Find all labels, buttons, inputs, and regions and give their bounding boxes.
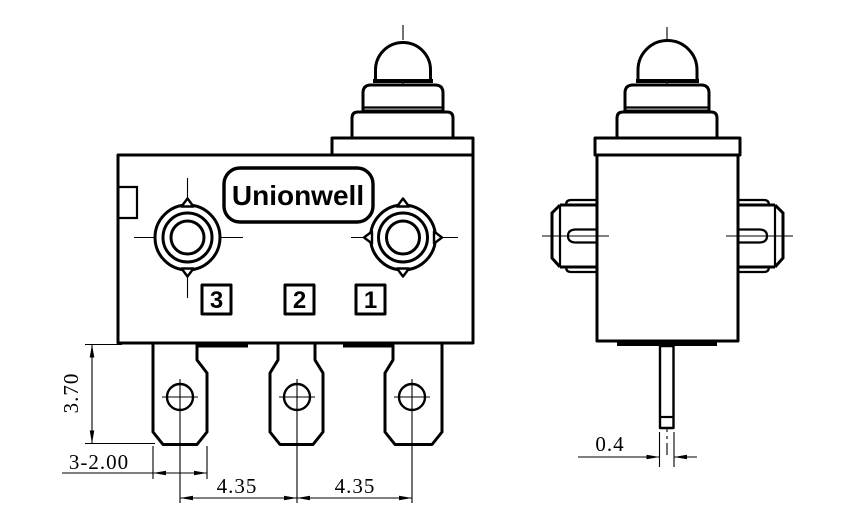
boss-left-cap-outline — [550, 203, 562, 268]
front-view: Unionwell 3 — [59, 25, 475, 503]
terminal-number-3-box — [200, 283, 233, 316]
dim-terminal-length: 3.70 — [59, 343, 155, 445]
hole-right-inner-circle — [385, 219, 421, 256]
hole-right-outer-circle — [369, 203, 437, 272]
boss-left-slot — [566, 228, 597, 244]
hole-right-bottom-nub — [395, 267, 411, 278]
terminal-number-1-label: 1 — [364, 287, 377, 314]
terminal-pin — [658, 344, 675, 430]
terminal-number-2-label: 2 — [293, 287, 306, 314]
dim-pitch-left-arrow-right — [284, 495, 297, 501]
terminal-number-3: 3 — [200, 283, 233, 316]
plunger-step3-front — [350, 110, 455, 140]
dim-pitch-left-arrow-left — [180, 495, 193, 501]
dim-terminal-length-arrow-up — [89, 344, 95, 358]
hole-right-right-nub — [432, 230, 444, 245]
dim-pitch-right-arrow-left — [297, 495, 310, 501]
boss-right-cap-outline — [773, 203, 785, 268]
dim-pitch-right-text: 4.35 — [335, 474, 376, 498]
dim-pin-width: 0.4 — [578, 432, 697, 467]
terminal-number-2: 2 — [283, 283, 316, 316]
terminal-number-3-label: 3 — [210, 287, 223, 314]
plunger-dome-front — [374, 41, 432, 83]
dim-pin-width-text: 0.4 — [595, 432, 624, 456]
dim-pin-width-arrow-right — [674, 454, 687, 460]
plunger-step3-side — [615, 110, 719, 140]
brand-label: Unionwell — [232, 180, 364, 211]
brand-badge: Unionwell — [222, 166, 375, 224]
hole-right-left-nub — [362, 230, 374, 245]
terminal-number-1: 1 — [354, 283, 387, 316]
terminal-pin-side — [658, 344, 675, 430]
plunger-front — [330, 41, 475, 157]
dim-terminal-width-arrow-right — [194, 470, 207, 476]
plunger-dome-side — [636, 39, 699, 83]
switch-body-side — [595, 153, 740, 343]
brand-badge-outline — [222, 166, 375, 224]
side-view: 0.4 — [542, 27, 793, 467]
dim-terminal-length-text: 3.70 — [59, 373, 83, 414]
terminal-number-1-box — [354, 283, 387, 316]
boss-left-side — [542, 198, 609, 274]
plunger-side — [615, 39, 719, 140]
body-left-notch — [118, 185, 139, 220]
hole-left-top-nub — [180, 197, 195, 208]
mounting-hole-left — [134, 178, 243, 298]
dim-pitch-left: 4.35 — [180, 474, 297, 501]
dim-terminal-width: 3-2.00 — [62, 446, 208, 479]
dim-pitch-left-text: 4.35 — [217, 474, 258, 498]
terminals-front — [151, 341, 444, 503]
hole-right-top-nub — [395, 197, 411, 208]
hole-left-inner-circle — [169, 219, 206, 256]
hole-left-outer-circle — [153, 203, 222, 272]
dim-pitch-right-arrow-right — [399, 495, 412, 501]
hole-left-bottom-nub — [180, 267, 195, 278]
hole-left-middle-circle — [161, 211, 214, 264]
terminal-number-2-box — [283, 283, 316, 316]
boss-right-side — [726, 198, 793, 274]
side-top-cap — [593, 136, 742, 157]
dim-terminal-width-text: 3-2.00 — [69, 450, 129, 474]
mounting-hole-right — [351, 197, 458, 278]
dim-terminal-width-arrow-left — [153, 470, 166, 476]
plunger-step2-front — [361, 83, 445, 113]
hole-right-middle-circle — [377, 211, 429, 264]
dim-terminal-length-arrow-down — [89, 430, 95, 444]
plunger-step2-side — [623, 83, 711, 113]
boss-right-slot — [738, 228, 769, 244]
dim-pitch-right: 4.35 — [297, 474, 412, 501]
plunger-flange-front — [330, 136, 475, 157]
dim-pin-width-arrow-left — [646, 454, 660, 460]
